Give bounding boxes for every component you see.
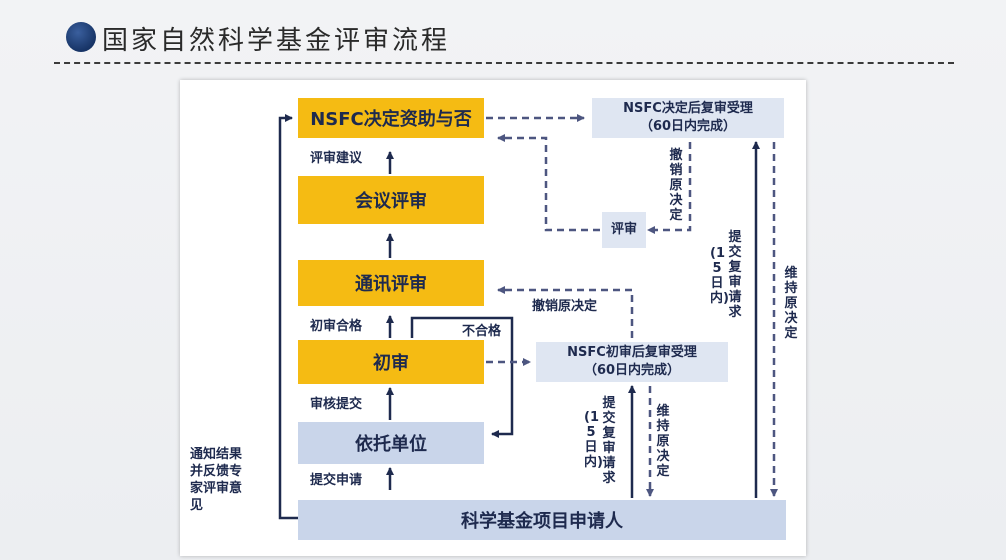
host-unit-box: 依托单位 bbox=[298, 422, 484, 464]
bullet-dot-icon bbox=[66, 22, 96, 52]
label-revoke-original-vertical: 撤销原决定 bbox=[669, 148, 683, 223]
initial-recheck-line1: NSFC初审后复审受理 bbox=[567, 345, 697, 360]
decision-recheck-line1: NSFC决定后复审受理 bbox=[623, 101, 753, 116]
flowchart-panel: NSFC决定资助与否 会议评审 通讯评审 初审 依托单位 科学基金项目申请人 N… bbox=[180, 80, 806, 556]
meeting-review-box: 会议评审 bbox=[298, 176, 484, 224]
nsfc-decision-box: NSFC决定资助与否 bbox=[298, 98, 484, 138]
label-audit-submit: 审核提交 bbox=[310, 397, 363, 412]
comm-review-box: 通讯评审 bbox=[298, 260, 484, 306]
title-dashed-divider bbox=[54, 62, 954, 64]
label-review-suggestion: 评审建议 bbox=[310, 151, 363, 166]
arrow-review-to-decision bbox=[497, 134, 600, 232]
arrow-revoke-to-review bbox=[647, 142, 692, 234]
label-within-15-2: (15日内) bbox=[710, 246, 729, 306]
applicant-box: 科学基金项目申请人 bbox=[298, 500, 786, 540]
label-revoke-original: 撤销原决定 bbox=[532, 299, 598, 314]
decision-recheck-line2: （60日内完成） bbox=[639, 119, 737, 134]
label-not-pass: 不合格 bbox=[462, 324, 502, 339]
label-maintain-original-1: 维持原决定 bbox=[656, 404, 670, 479]
label-maintain-original-2: 维持原决定 bbox=[784, 266, 798, 341]
label-within-15-1: (15日内) bbox=[584, 410, 603, 470]
review-box: 评审 bbox=[602, 212, 646, 248]
page-title: 国家自然科学基金评审流程 bbox=[102, 26, 451, 56]
initial-review-box: 初审 bbox=[298, 340, 484, 384]
arrow-revoke-to-comm bbox=[497, 286, 634, 338]
initial-recheck-box: NSFC初审后复审受理 （60日内完成） bbox=[536, 342, 728, 382]
decision-recheck-box: NSFC决定后复审受理 （60日内完成） bbox=[592, 98, 784, 138]
flow-connectors bbox=[278, 114, 778, 520]
page-header: 国家自然科学基金评审流程 bbox=[0, 0, 1006, 70]
initial-recheck-line2: （60日内完成） bbox=[583, 363, 681, 378]
label-initial-pass: 初审合格 bbox=[310, 319, 363, 334]
label-submit-recheck-2: 提交复审请求 bbox=[728, 230, 742, 320]
arrow-notify-feedback bbox=[278, 114, 298, 520]
label-submit-application: 提交申请 bbox=[310, 473, 363, 488]
label-notify-feedback: 通知结果并反馈专家评审意见 bbox=[190, 447, 243, 513]
label-submit-recheck-1: 提交复审请求 bbox=[602, 396, 616, 486]
arrow-not-pass bbox=[410, 316, 514, 438]
